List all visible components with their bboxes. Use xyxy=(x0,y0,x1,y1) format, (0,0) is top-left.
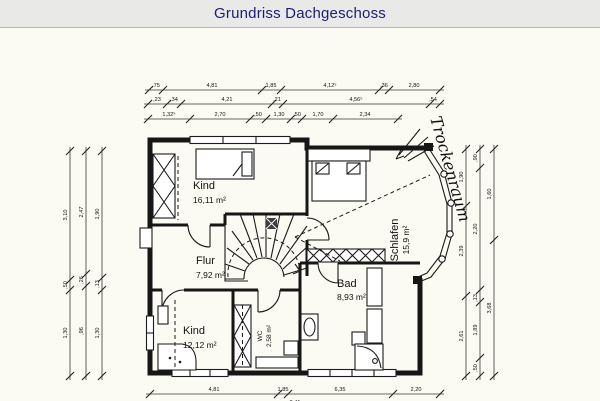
dim-label: ,21 xyxy=(273,97,281,103)
wardrobe xyxy=(152,153,176,219)
annotation-arrow xyxy=(395,128,435,162)
room-area-kind-top: 16,11 m² xyxy=(193,195,226,205)
dim-label: ,36 xyxy=(380,83,388,89)
dim-label: 1,90 xyxy=(459,172,465,183)
dim-label: ,50 xyxy=(63,281,69,289)
window-top xyxy=(189,135,291,145)
shaft xyxy=(233,304,252,368)
dim-label: 2,70 xyxy=(215,112,226,118)
dim-label: 3,68 xyxy=(487,303,493,314)
wall-niche xyxy=(139,227,153,249)
dim-label: 1,60 xyxy=(487,189,493,200)
dim-label: 1,30 xyxy=(274,112,285,118)
staircase xyxy=(224,213,308,282)
dim-label: 1,30 xyxy=(95,328,101,339)
dim-label: 2,34 xyxy=(360,112,371,118)
dim-label: 1,85 xyxy=(266,83,277,89)
window-left xyxy=(145,315,155,351)
bath-cabinet xyxy=(366,267,383,307)
room-area-flur: 7,92 m² xyxy=(196,270,225,280)
bay-jamb-bottom xyxy=(413,276,422,284)
dim-label: ,96 xyxy=(79,327,85,335)
dim-label: 4,81 xyxy=(209,387,220,393)
bay-post xyxy=(438,255,446,263)
room-name-wc: WC xyxy=(257,330,264,341)
doors xyxy=(161,217,339,313)
windows xyxy=(145,135,397,378)
dim-label: ,75 xyxy=(152,83,160,89)
bay-post xyxy=(440,170,448,178)
wc-fixtures xyxy=(255,340,299,369)
room-area-bad: 8,93 m² xyxy=(337,292,366,302)
dim-label: 4,12⁵ xyxy=(323,82,336,89)
dim-label: ,50 xyxy=(473,364,479,372)
dim-label: 2,20 xyxy=(473,224,479,235)
floorplan-canvas: ,75 4,81 1,85 4,12⁵ ,36 2,80 ,23 ,34 4,2… xyxy=(63,82,499,401)
room-area-kind-bottom: 12,12 m² xyxy=(183,340,217,350)
window-bottom-right xyxy=(307,368,397,378)
dim-label: 1,30 xyxy=(63,328,69,339)
dim-label: ,54 xyxy=(429,97,437,103)
room-name-kind-bottom: Kind xyxy=(183,325,205,337)
bad-fixtures xyxy=(300,267,384,371)
title-bar: Grundriss Dachgeschoss xyxy=(0,0,600,28)
room-name-flur: Flur xyxy=(196,255,215,267)
dim-label: 1,89 xyxy=(473,325,479,336)
stair-walkline xyxy=(227,237,301,278)
dim-label: 3,10 xyxy=(63,210,69,221)
bay-post xyxy=(447,199,455,207)
dim-label: 1,32⁵ xyxy=(162,111,175,118)
dim-label: 2,61 xyxy=(459,331,465,342)
dim-label: ,50 xyxy=(293,112,301,118)
window-bottom-left xyxy=(171,368,229,378)
room-area-wc: 2,58 m² xyxy=(266,324,273,347)
room-labels: Kind 16,11 m² Schlafen 15,9 m² Flur 7,92… xyxy=(183,180,411,350)
dim-label: ,13 xyxy=(473,294,479,302)
dim-label: ,13 xyxy=(95,280,101,288)
toilet xyxy=(351,331,366,346)
bed-single xyxy=(195,148,255,180)
dimension-chains xyxy=(65,85,499,399)
page-title: Grundriss Dachgeschoss xyxy=(214,5,386,22)
dimension-labels: ,75 4,81 1,85 4,12⁵ ,36 2,80 ,23 ,34 4,2… xyxy=(63,82,493,401)
bed-double xyxy=(307,148,371,202)
door-kind-top xyxy=(187,224,211,248)
dim-label: 6,35 xyxy=(335,387,346,393)
dim-label: ,90 xyxy=(473,154,479,162)
shower xyxy=(354,343,384,371)
dim-label: ,50 xyxy=(254,112,262,118)
corner-bed xyxy=(157,343,197,371)
trockenraum-annotation: Trockenraum xyxy=(426,114,474,224)
bay-post xyxy=(446,230,454,238)
bay-window xyxy=(413,143,455,284)
dim-label: ,34 xyxy=(170,97,178,103)
room-name-kind-top: Kind xyxy=(193,180,215,192)
dim-label: 2,39 xyxy=(459,246,465,257)
shelf xyxy=(157,305,169,325)
kneewall-cabinet xyxy=(306,248,386,263)
room-name-bad: Bad xyxy=(337,278,357,290)
dim-label: ,23 xyxy=(153,97,161,103)
dim-label: 4,56⁵ xyxy=(349,96,362,103)
room-area-schlafen: 15,9 m² xyxy=(401,225,411,254)
dim-label: 2,20 xyxy=(411,387,422,393)
room-name-schlafen: Schlafen xyxy=(389,219,401,262)
bay-jamb-top xyxy=(424,143,433,151)
door-bad xyxy=(317,262,339,284)
dim-label: 2,80 xyxy=(409,83,420,89)
dim-label: 1,70 xyxy=(313,112,324,118)
dim-label: 1,85 xyxy=(278,387,289,393)
door-wc xyxy=(257,289,281,313)
dim-label: 1,90 xyxy=(95,209,101,220)
furniture xyxy=(152,148,431,371)
dim-label: 2,47 xyxy=(79,207,85,218)
door-schlafen xyxy=(306,217,330,241)
dim-label: ,26 xyxy=(79,276,85,284)
dim-label: 4,81 xyxy=(207,83,218,89)
dim-label: 4,21 xyxy=(222,97,233,103)
bath-cabinet xyxy=(366,308,383,344)
roof-line-schlafen xyxy=(294,174,431,262)
